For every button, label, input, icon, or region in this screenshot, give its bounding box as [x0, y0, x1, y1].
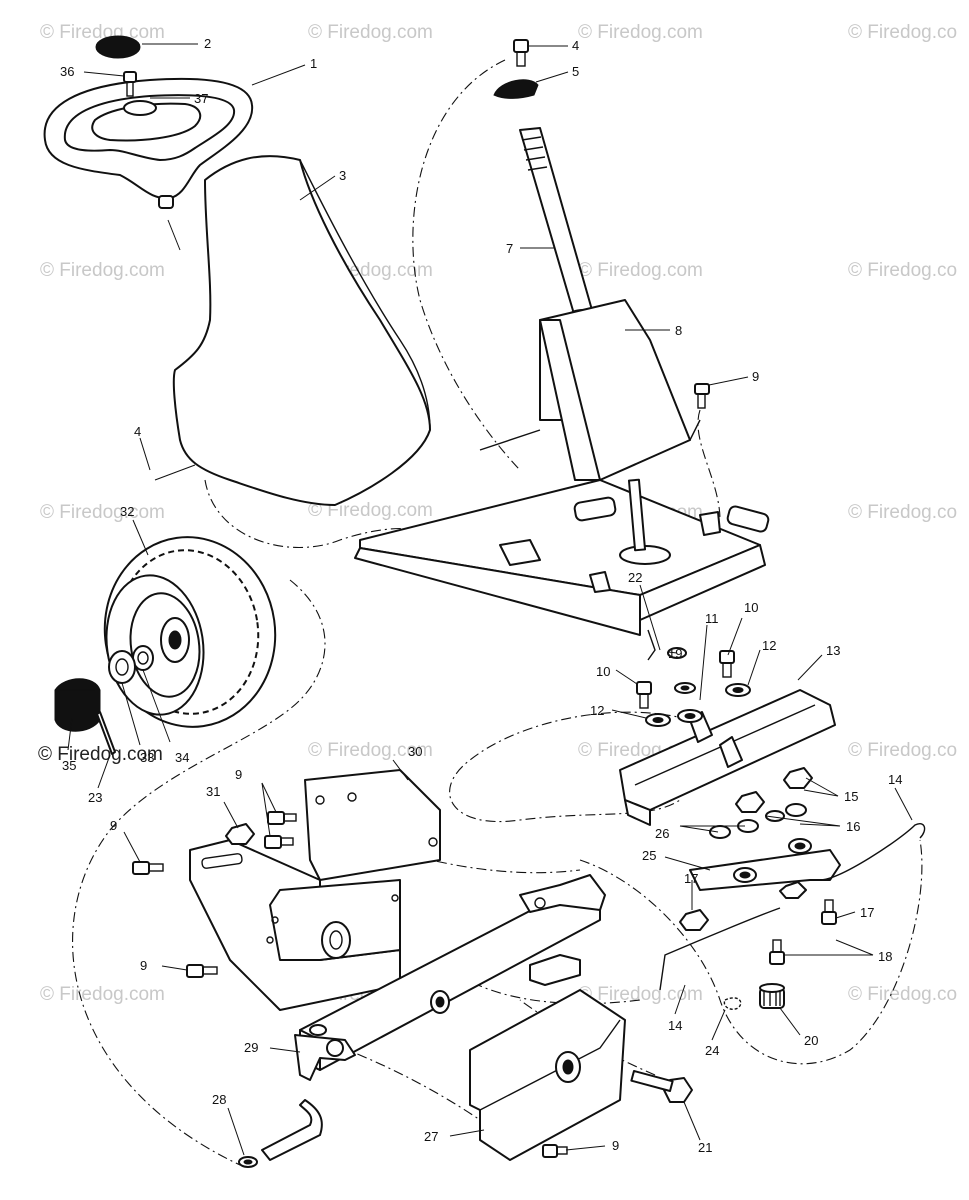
watermark: © Firedog.com	[308, 500, 433, 521]
watermark: © Firedog.com	[308, 22, 433, 43]
callout-19: 19	[668, 646, 682, 661]
watermark: © Firedog.com	[578, 22, 703, 43]
callout-15: 15	[844, 789, 858, 804]
watermark: © Firedog.co	[848, 22, 957, 43]
callout-30: 30	[408, 744, 422, 759]
callout-12: 12	[762, 638, 776, 653]
callout-5: 5	[572, 64, 579, 79]
console-cover	[172, 155, 431, 506]
callout-11: 11	[705, 611, 719, 626]
callout-32: 32	[120, 504, 134, 519]
cap-screw	[123, 71, 137, 97]
callout-17: 17	[684, 871, 698, 886]
callout-9: 9	[612, 1138, 619, 1153]
watermark: © Firedog.com	[40, 984, 165, 1005]
rack-hardware	[636, 629, 751, 727]
watermark: © Firedog.com	[38, 744, 163, 765]
watermark: © Firedog.co	[848, 740, 957, 761]
steering-cap	[95, 35, 141, 59]
spindle-left	[238, 1024, 356, 1168]
watermark: © Firedog.com	[578, 984, 703, 1005]
callout-31: 31	[206, 784, 220, 799]
callout-9: 9	[235, 767, 242, 782]
callout-10: 10	[744, 600, 758, 615]
watermark: © Firedog.com	[578, 260, 703, 281]
callout-4: 4	[134, 424, 141, 439]
callout-24: 24	[705, 1043, 719, 1058]
callout-14: 14	[888, 772, 902, 787]
leader-lines	[67, 43, 913, 1156]
callout-16: 16	[846, 819, 860, 834]
callout-2: 2	[204, 36, 211, 51]
watermark: © Firedog.com	[40, 260, 165, 281]
callout-27: 27	[424, 1129, 438, 1144]
callout-28: 28	[212, 1092, 226, 1107]
hub-cap	[54, 645, 154, 755]
watermark: © Firedog.co	[848, 984, 957, 1005]
callout-33: 33	[140, 750, 154, 765]
callout-8: 8	[675, 323, 682, 338]
callout-34: 34	[175, 750, 189, 765]
front-axle-plate	[354, 478, 770, 636]
steering-rack	[619, 689, 836, 826]
callout-35: 35	[62, 758, 76, 773]
callout-37: 37	[194, 91, 208, 106]
pinion-gear	[723, 983, 785, 1010]
callout-9: 9	[110, 818, 117, 833]
callout-36: 36	[60, 64, 74, 79]
watermark: © Firedog.com	[40, 502, 165, 523]
callout-3: 3	[339, 168, 346, 183]
callout-1: 1	[310, 56, 317, 71]
steering-shaft	[493, 39, 598, 323]
callout-29: 29	[244, 1040, 258, 1055]
wheel-rim	[129, 592, 201, 698]
watermark: © Firedog.com	[308, 740, 433, 761]
callout-4: 4	[572, 38, 579, 53]
callout-26: 26	[655, 826, 669, 841]
steering-wheel	[43, 77, 254, 251]
callout-22: 22	[628, 570, 642, 585]
watermark: © Firedog.co	[848, 260, 957, 281]
callout-10: 10	[596, 664, 610, 679]
gear-plate	[189, 769, 441, 1011]
axle-tube	[469, 989, 626, 1161]
callout-18: 18	[878, 949, 892, 964]
callout-20: 20	[804, 1033, 818, 1048]
callout-9: 9	[752, 369, 759, 384]
watermark: © Firedog.co	[848, 502, 957, 523]
callout-9: 9	[140, 958, 147, 973]
callout-21: 21	[698, 1140, 712, 1155]
callout-labels: 2 36 37 1 4 5 3 7 8 9 4 32 22 10 11 12 1…	[60, 36, 902, 1155]
callout-13: 13	[826, 643, 840, 658]
callout-17: 17	[860, 905, 874, 920]
callout-25: 25	[642, 848, 656, 863]
watermark: © Firedog.com	[40, 22, 165, 43]
callout-23: 23	[88, 790, 102, 805]
callout-12: 12	[590, 703, 604, 718]
callout-14: 14	[668, 1018, 682, 1033]
callout-7: 7	[506, 241, 513, 256]
